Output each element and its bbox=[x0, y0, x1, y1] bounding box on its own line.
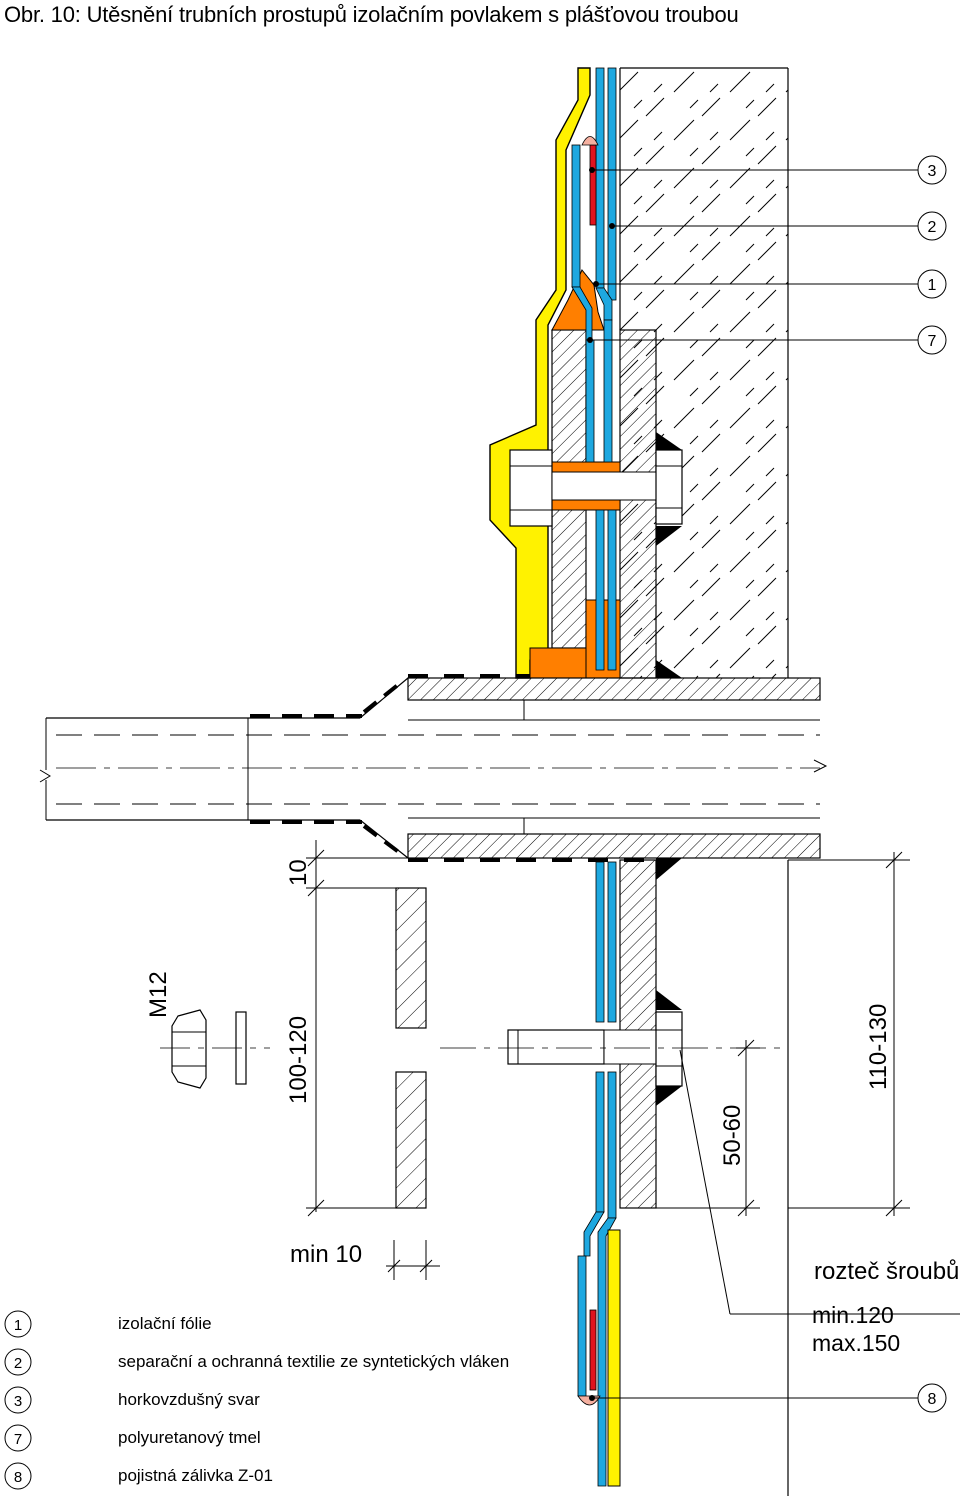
callout-markers: 3 2 1 7 8 bbox=[917, 155, 947, 1413]
legend-text-8: pojistná zálivka Z-01 bbox=[118, 1466, 273, 1485]
dim-thread-m12: M12 bbox=[145, 971, 172, 1018]
svg-text:7: 7 bbox=[14, 1431, 22, 1448]
legend-text-3: horkovzdušný svar bbox=[118, 1390, 260, 1409]
pipe-membrane-dashes bbox=[250, 674, 650, 862]
svg-text:2: 2 bbox=[928, 219, 937, 236]
callout-dots bbox=[587, 167, 615, 1401]
lower-bolt bbox=[440, 858, 780, 1106]
dim-min-gap: min 10 bbox=[290, 1241, 362, 1268]
svg-text:7: 7 bbox=[928, 333, 937, 350]
upper-bolt bbox=[509, 432, 683, 678]
dim-flange-gap: 10 bbox=[285, 859, 312, 886]
callout-leaders bbox=[590, 169, 918, 1399]
concrete-wall bbox=[619, 67, 789, 1496]
svg-text:1: 1 bbox=[928, 277, 937, 294]
svg-text:8: 8 bbox=[14, 1469, 22, 1486]
legend-marker-3: 3 bbox=[4, 1386, 32, 1414]
legend-text-7: polyuretanový tmel bbox=[118, 1428, 261, 1447]
m12-nut-and-washer bbox=[160, 1009, 270, 1089]
callout-2: 2 bbox=[917, 211, 947, 241]
svg-text:2: 2 bbox=[14, 1355, 22, 1372]
product-pipe bbox=[39, 674, 828, 862]
legend-marker-8: 8 bbox=[4, 1462, 32, 1490]
svg-text:3: 3 bbox=[928, 163, 937, 180]
legend-marker-2: 2 bbox=[4, 1348, 32, 1376]
callout-8: 8 bbox=[917, 1383, 947, 1413]
bolt-spacing-max: max.150 bbox=[812, 1330, 901, 1356]
dim-anchor-depth: 50-60 bbox=[719, 1105, 746, 1166]
callout-7: 7 bbox=[917, 325, 947, 355]
bolt-spacing-min: min.120 bbox=[812, 1302, 894, 1328]
svg-text:1: 1 bbox=[14, 1317, 22, 1334]
legend-marker-7: 7 bbox=[4, 1424, 32, 1452]
dimension-lines bbox=[306, 840, 960, 1315]
legend-markers: 1 2 3 7 8 bbox=[4, 1310, 32, 1490]
legend-marker-1: 1 bbox=[4, 1310, 32, 1338]
legend-text-2: separační a ochranná textilie ze synteti… bbox=[118, 1352, 510, 1371]
figure-title: Obr. 10: Utěsnění trubních prostupů izol… bbox=[4, 2, 739, 27]
dim-sleeve-depth: 110-130 bbox=[865, 1004, 892, 1090]
legend-text-1: izolační fólie bbox=[118, 1314, 212, 1333]
svg-text:8: 8 bbox=[928, 1391, 937, 1408]
bolt-spacing-label: rozteč šroubů bbox=[814, 1258, 960, 1285]
callout-3: 3 bbox=[917, 155, 947, 185]
svg-text:3: 3 bbox=[14, 1393, 22, 1410]
callout-1: 1 bbox=[917, 269, 947, 299]
sleeve-pipe bbox=[407, 677, 821, 859]
dim-flange-width: 100-120 bbox=[285, 1016, 312, 1104]
foil-layers-lower bbox=[577, 861, 621, 1487]
